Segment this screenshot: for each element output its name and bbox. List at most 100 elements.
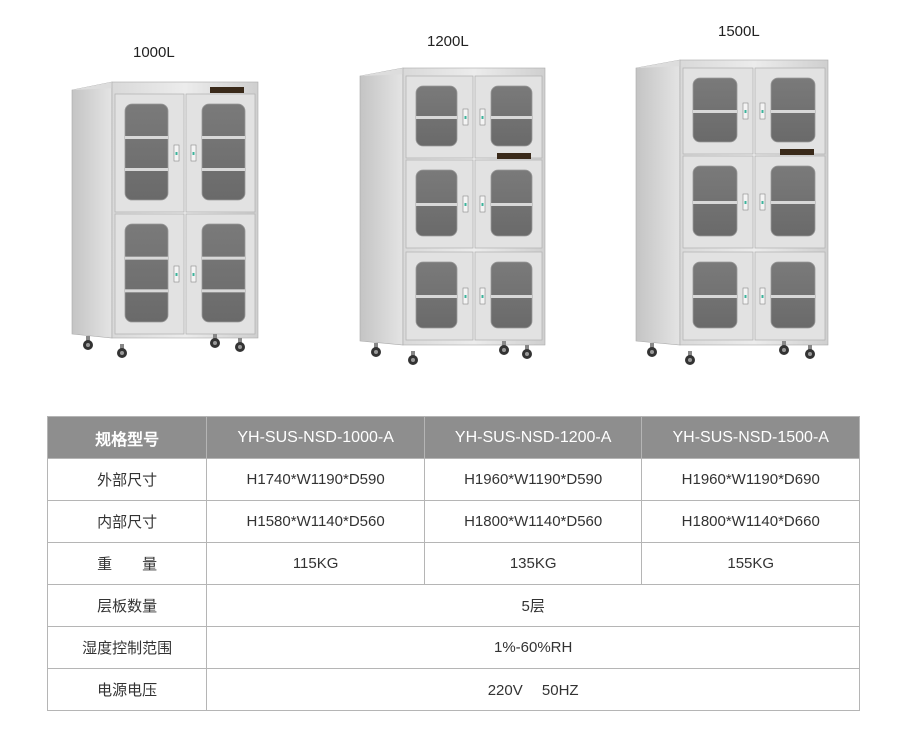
caster-mount [525, 345, 529, 350]
table-row: 外部尺寸 H1740*W1190*D590 H1960*W1190*D590 H… [46, 458, 860, 501]
cabinet-1500l [635, 59, 829, 365]
caster-mount [213, 334, 217, 339]
table-row: 层板数量 5层 [46, 584, 860, 627]
caster-hub [808, 352, 812, 356]
row-label: 电源电压 [46, 668, 208, 711]
shelf [202, 168, 245, 171]
shelf [125, 289, 168, 293]
handle-indicator [761, 110, 764, 113]
shelf [491, 116, 532, 119]
door-window [124, 103, 169, 201]
handle-indicator [175, 273, 178, 276]
table-row: 内部尺寸 H1580*W1140*D560 H1800*W1140*D560 H… [46, 500, 860, 543]
cell: 5层 [206, 584, 860, 627]
row-label: 湿度控制范围 [46, 626, 208, 669]
shelf [771, 295, 815, 298]
shelf [491, 203, 532, 206]
product-images [71, 59, 829, 365]
control-display [497, 153, 531, 159]
handle-indicator [481, 203, 484, 206]
shelf [202, 289, 245, 293]
header-model: YH-SUS-NSD-1200-A [423, 416, 643, 459]
cell: H1800*W1140*D560 [423, 500, 643, 543]
cabinet-1000l [71, 81, 259, 358]
cabinet-side-panel [635, 59, 681, 346]
cell: H1740*W1190*D590 [206, 458, 425, 501]
shelf [416, 116, 457, 119]
caster-hub [238, 345, 242, 349]
shelf [491, 295, 532, 298]
caster-mount [374, 343, 378, 348]
door-window [124, 223, 169, 323]
cell: H1960*W1190*D690 [641, 458, 860, 501]
capacity-label-1200: 1200L [427, 33, 469, 50]
handle-indicator [481, 295, 484, 298]
cabinet-1200l [359, 67, 546, 365]
shelf [771, 201, 815, 204]
shelf [202, 136, 245, 139]
handle-indicator [464, 295, 467, 298]
caster-mount [808, 345, 812, 350]
header-model: YH-SUS-NSD-1500-A [641, 416, 860, 459]
handle-indicator [744, 110, 747, 113]
shelf [693, 201, 737, 204]
cell: H1800*W1140*D660 [641, 500, 860, 543]
handle-indicator [761, 295, 764, 298]
caster-hub [525, 352, 529, 356]
shelf [693, 295, 737, 298]
shelf [693, 110, 737, 113]
caster-hub [120, 351, 124, 355]
shelf [202, 256, 245, 260]
header-label: 规格型号 [46, 416, 208, 459]
spec-table: 规格型号 YH-SUS-NSD-1000-A YH-SUS-NSD-1200-A… [46, 416, 860, 711]
control-display [210, 87, 244, 93]
caster-hub [782, 348, 786, 352]
shelf [416, 203, 457, 206]
handle-indicator [464, 203, 467, 206]
table-row: 湿度控制范围 1%-60%RH [46, 626, 860, 669]
handle-indicator [192, 152, 195, 155]
table-header-row: 规格型号 YH-SUS-NSD-1000-A YH-SUS-NSD-1200-A… [46, 416, 860, 459]
door-window [201, 223, 246, 323]
handle-indicator [744, 295, 747, 298]
cell: 115KG [206, 542, 425, 585]
table-row: 电源电压 220V 50HZ [46, 668, 860, 711]
handle-indicator [192, 273, 195, 276]
capacity-label-1500: 1500L [718, 23, 760, 40]
caster-mount [411, 351, 415, 356]
cell: 220V 50HZ [206, 668, 860, 711]
row-label: 重 量 [46, 542, 208, 585]
row-label: 外部尺寸 [46, 458, 208, 501]
caster-mount [120, 344, 124, 349]
caster-mount [782, 341, 786, 346]
table-row: 重 量 115KG 135KG 155KG [46, 542, 860, 585]
caster-hub [502, 348, 506, 352]
caster-mount [650, 343, 654, 348]
caster-mount [238, 338, 242, 343]
caster-hub [650, 350, 654, 354]
control-display [780, 149, 814, 155]
caster-hub [213, 341, 217, 345]
cabinet-side-panel [71, 81, 113, 339]
shelf [125, 168, 168, 171]
capacity-label-1000: 1000L [133, 44, 175, 61]
caster-mount [688, 351, 692, 356]
caster-mount [86, 336, 90, 341]
row-label: 内部尺寸 [46, 500, 208, 543]
shelf [125, 256, 168, 260]
header-model: YH-SUS-NSD-1000-A [206, 416, 425, 459]
caster-hub [374, 350, 378, 354]
caster-hub [86, 343, 90, 347]
shelf [416, 295, 457, 298]
handle-indicator [481, 116, 484, 119]
caster-hub [688, 358, 692, 362]
door-window [201, 103, 246, 201]
cabinet-side-panel [359, 67, 404, 346]
shelf [771, 110, 815, 113]
cell: 155KG [641, 542, 860, 585]
cell: H1960*W1190*D590 [423, 458, 643, 501]
handle-indicator [175, 152, 178, 155]
caster-hub [411, 358, 415, 362]
caster-mount [502, 341, 506, 346]
handle-indicator [464, 116, 467, 119]
